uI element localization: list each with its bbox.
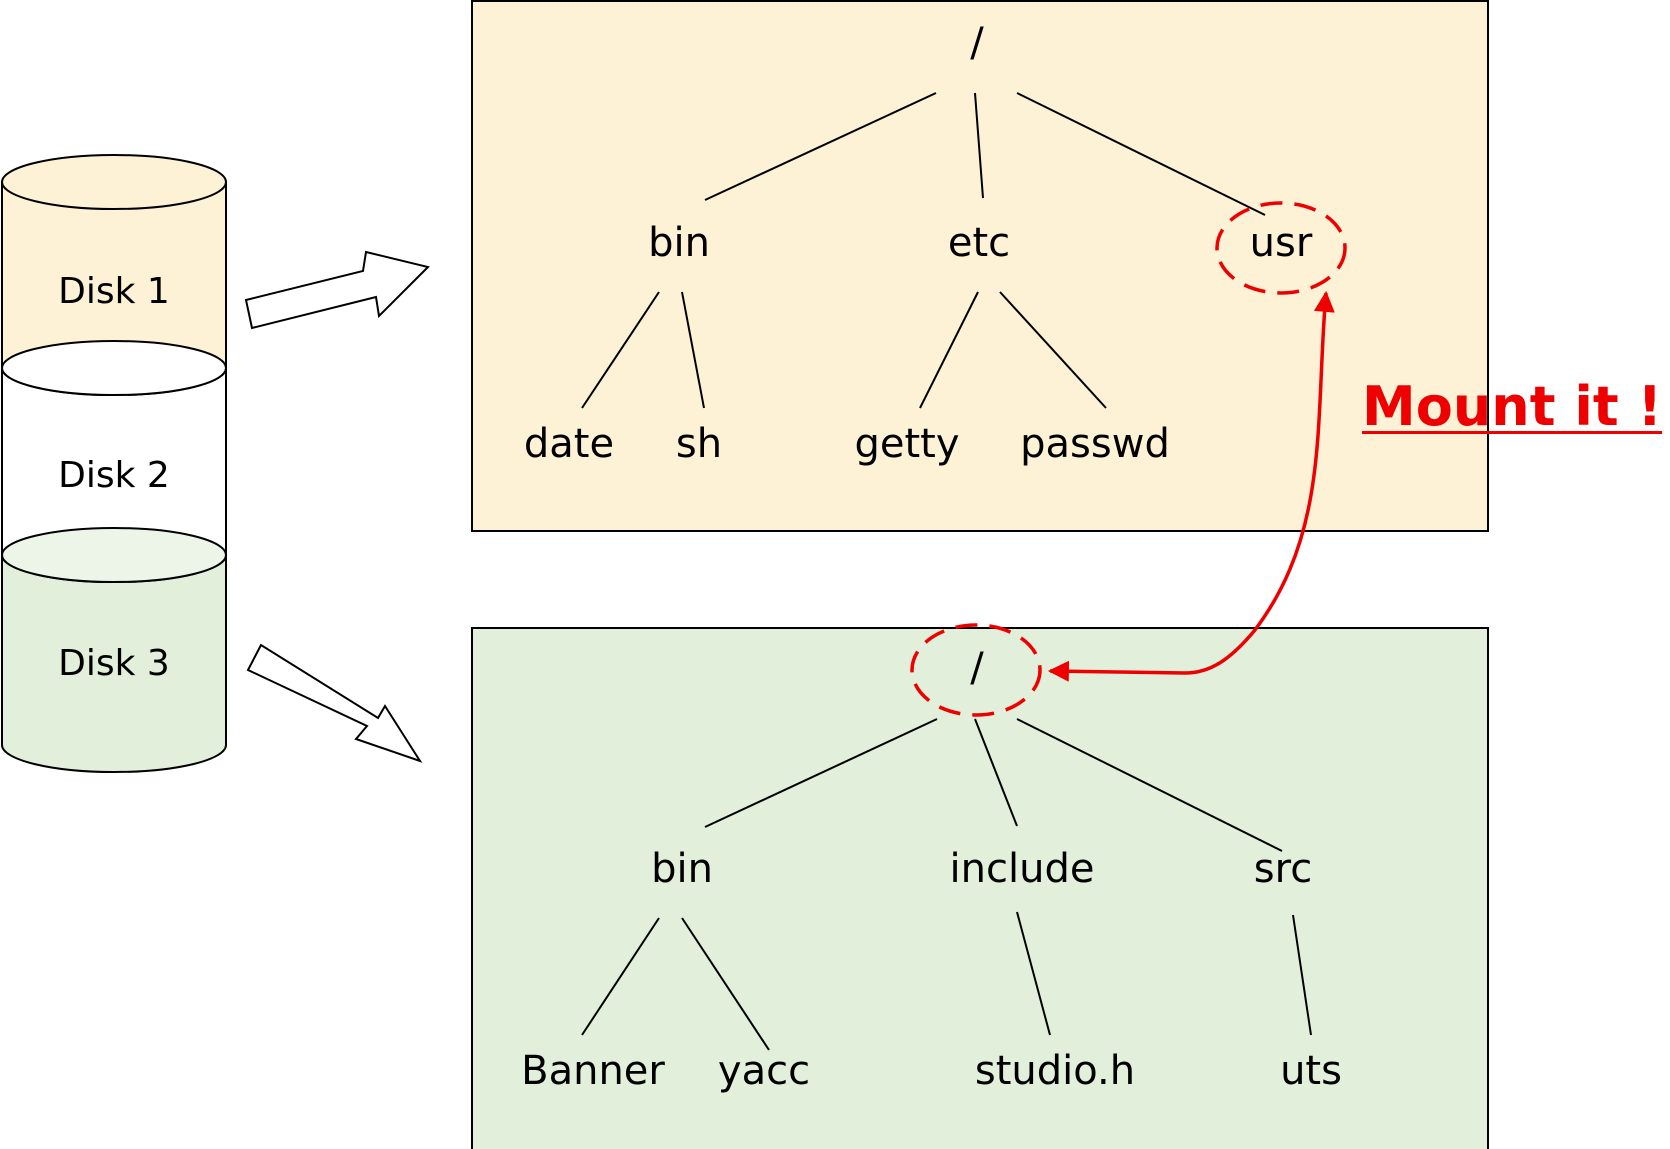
top-node-bin: bin [648, 220, 710, 266]
bottom-node-src: src [1253, 846, 1313, 892]
disk2-top-overlay [1, 340, 227, 396]
mount-arrow [1047, 290, 1335, 682]
bottom-tree-edges [581, 718, 1312, 1051]
top-node-passwd: passwd [1020, 421, 1170, 467]
top-node-etc: etc [947, 220, 1011, 266]
disk3-body [0, 554, 227, 773]
disk1-label: Disk 1 [58, 271, 170, 312]
disk2-label: Disk 2 [58, 455, 170, 496]
bottom-node-yacc: yacc [717, 1048, 811, 1094]
disk3-label: Disk 3 [58, 643, 170, 684]
bottom-node-studio-h: studio.h [974, 1048, 1136, 1094]
mount-it-label: Mount it ! [1362, 375, 1663, 438]
disk1-to-top-tree-arrow [244, 250, 430, 330]
bottom-tree-box [471, 627, 1489, 1149]
bottom-root-highlight [910, 623, 1042, 717]
top-node-getty: getty [854, 421, 960, 467]
disk3-top-overlay [1, 527, 227, 583]
top-root-node: / [970, 20, 984, 66]
bottom-node-include: include [949, 846, 1095, 892]
bottom-node-uts: uts [1280, 1048, 1342, 1094]
top-node-date: date [523, 421, 615, 467]
disk3-to-bottom-tree-arrow [246, 643, 423, 763]
bottom-root-node: / [970, 645, 984, 691]
top-node-sh: sh [675, 421, 723, 467]
top-tree-box [471, 0, 1489, 532]
disk1-top [1, 154, 227, 210]
bottom-node-banner: Banner [521, 1048, 665, 1094]
bottom-node-bin: bin [651, 846, 713, 892]
top-node-usr: usr [1249, 220, 1313, 266]
